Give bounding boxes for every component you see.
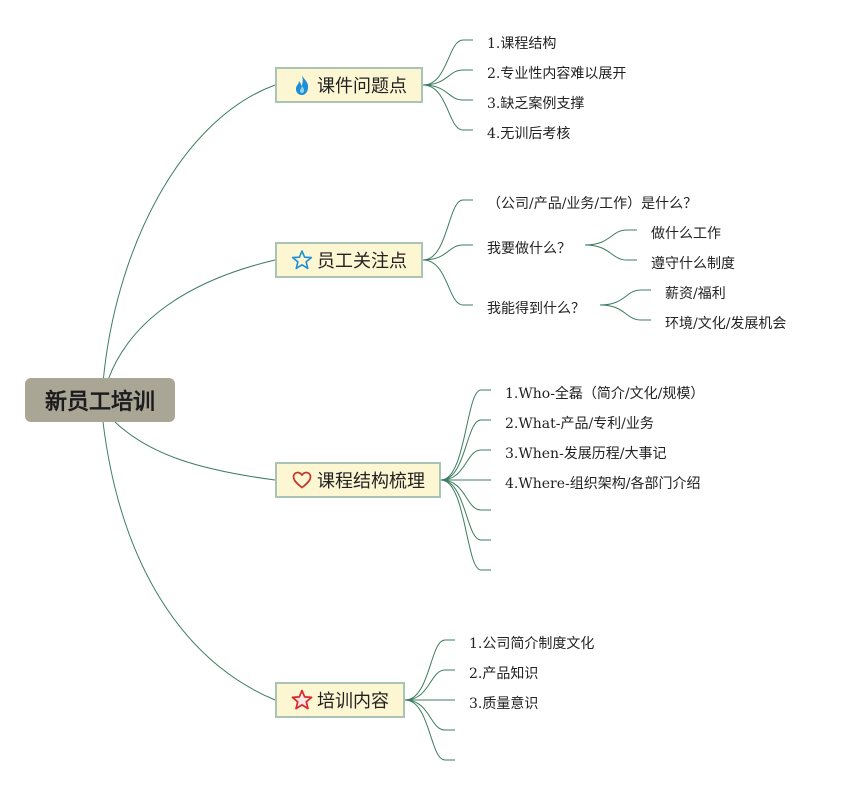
leaf-item[interactable]: 4.无训后考核 (487, 126, 571, 142)
branch-connector (422, 199, 473, 261)
leaf-item[interactable]: 1.公司简介制度文化 (469, 636, 595, 652)
branch-connector (440, 479, 491, 571)
branch-connector (440, 419, 491, 481)
sub-connector (584, 229, 637, 246)
branch-connector (404, 699, 455, 731)
leaf-item[interactable]: 1.课程结构 (487, 36, 557, 52)
branch-connector (422, 84, 473, 101)
branch-connector (440, 389, 491, 481)
leaf-item[interactable]: 2.What-产品/专利/业务 (505, 416, 654, 432)
root-topic[interactable]: 新员工培训 (25, 378, 175, 422)
leaf-item[interactable]: 3.质量意识 (469, 696, 539, 712)
fire-icon (291, 74, 313, 96)
leaf-item[interactable]: 4.Where-组织架构/各部门介绍 (505, 476, 701, 492)
branch-connector (404, 669, 455, 701)
branch-connector (422, 69, 473, 86)
branch-topic-training-content[interactable]: 培训内容 (275, 682, 405, 718)
star-red-icon (291, 689, 313, 711)
branch-topic-course-issues[interactable]: 课件问题点 (275, 67, 423, 103)
branch-topic-course-structure[interactable]: 课程结构梳理 (275, 462, 441, 498)
branch-connector (440, 479, 491, 511)
branch-connector (422, 244, 473, 261)
branch-label: 课程结构梳理 (317, 471, 425, 492)
root-topic-label: 新员工培训 (44, 390, 155, 415)
leaf-item[interactable]: 2.专业性内容难以展开 (487, 66, 627, 82)
heart-outline-icon (291, 469, 313, 491)
branch-connector (422, 84, 473, 131)
sub-connector (584, 244, 637, 261)
leaf-item[interactable]: 3.缺乏案例支撑 (487, 96, 585, 112)
leaf-item[interactable]: 我能得到什么？ (487, 301, 585, 317)
star-outline-icon (291, 249, 313, 271)
sub-connector (599, 304, 651, 321)
branch-connector (440, 479, 491, 541)
sub-connector (599, 289, 651, 306)
root-connector (102, 84, 276, 384)
root-connector (102, 421, 276, 701)
root-connector (114, 421, 276, 481)
leaf-item[interactable]: 2.产品知识 (469, 666, 539, 682)
branch-connector (404, 639, 455, 701)
leaf-item[interactable]: 3.When-发展历程/大事记 (505, 446, 667, 462)
branch-connector (422, 39, 473, 86)
sub-leaf-item[interactable]: 薪资/福利 (665, 286, 726, 302)
leaf-item[interactable]: 1.Who-全磊（简介/文化/规模） (505, 386, 705, 402)
sub-leaf-item[interactable]: 环境/文化/发展机会 (665, 316, 787, 332)
sub-leaf-item[interactable]: 做什么工作 (651, 226, 721, 242)
branch-topic-employee-concerns[interactable]: 员工关注点 (275, 242, 423, 278)
branch-label: 课件问题点 (317, 76, 407, 97)
branch-label: 员工关注点 (317, 251, 407, 272)
root-connector (107, 259, 276, 381)
leaf-item[interactable]: 我要做什么？ (487, 241, 571, 257)
branch-label: 培训内容 (317, 691, 389, 712)
branch-connector (422, 259, 473, 306)
sub-leaf-item[interactable]: 遵守什么制度 (651, 256, 735, 272)
branch-connector (440, 449, 491, 481)
branch-connector (404, 699, 455, 761)
leaf-item[interactable]: （公司/产品/业务/工作）是什么？ (487, 196, 698, 212)
